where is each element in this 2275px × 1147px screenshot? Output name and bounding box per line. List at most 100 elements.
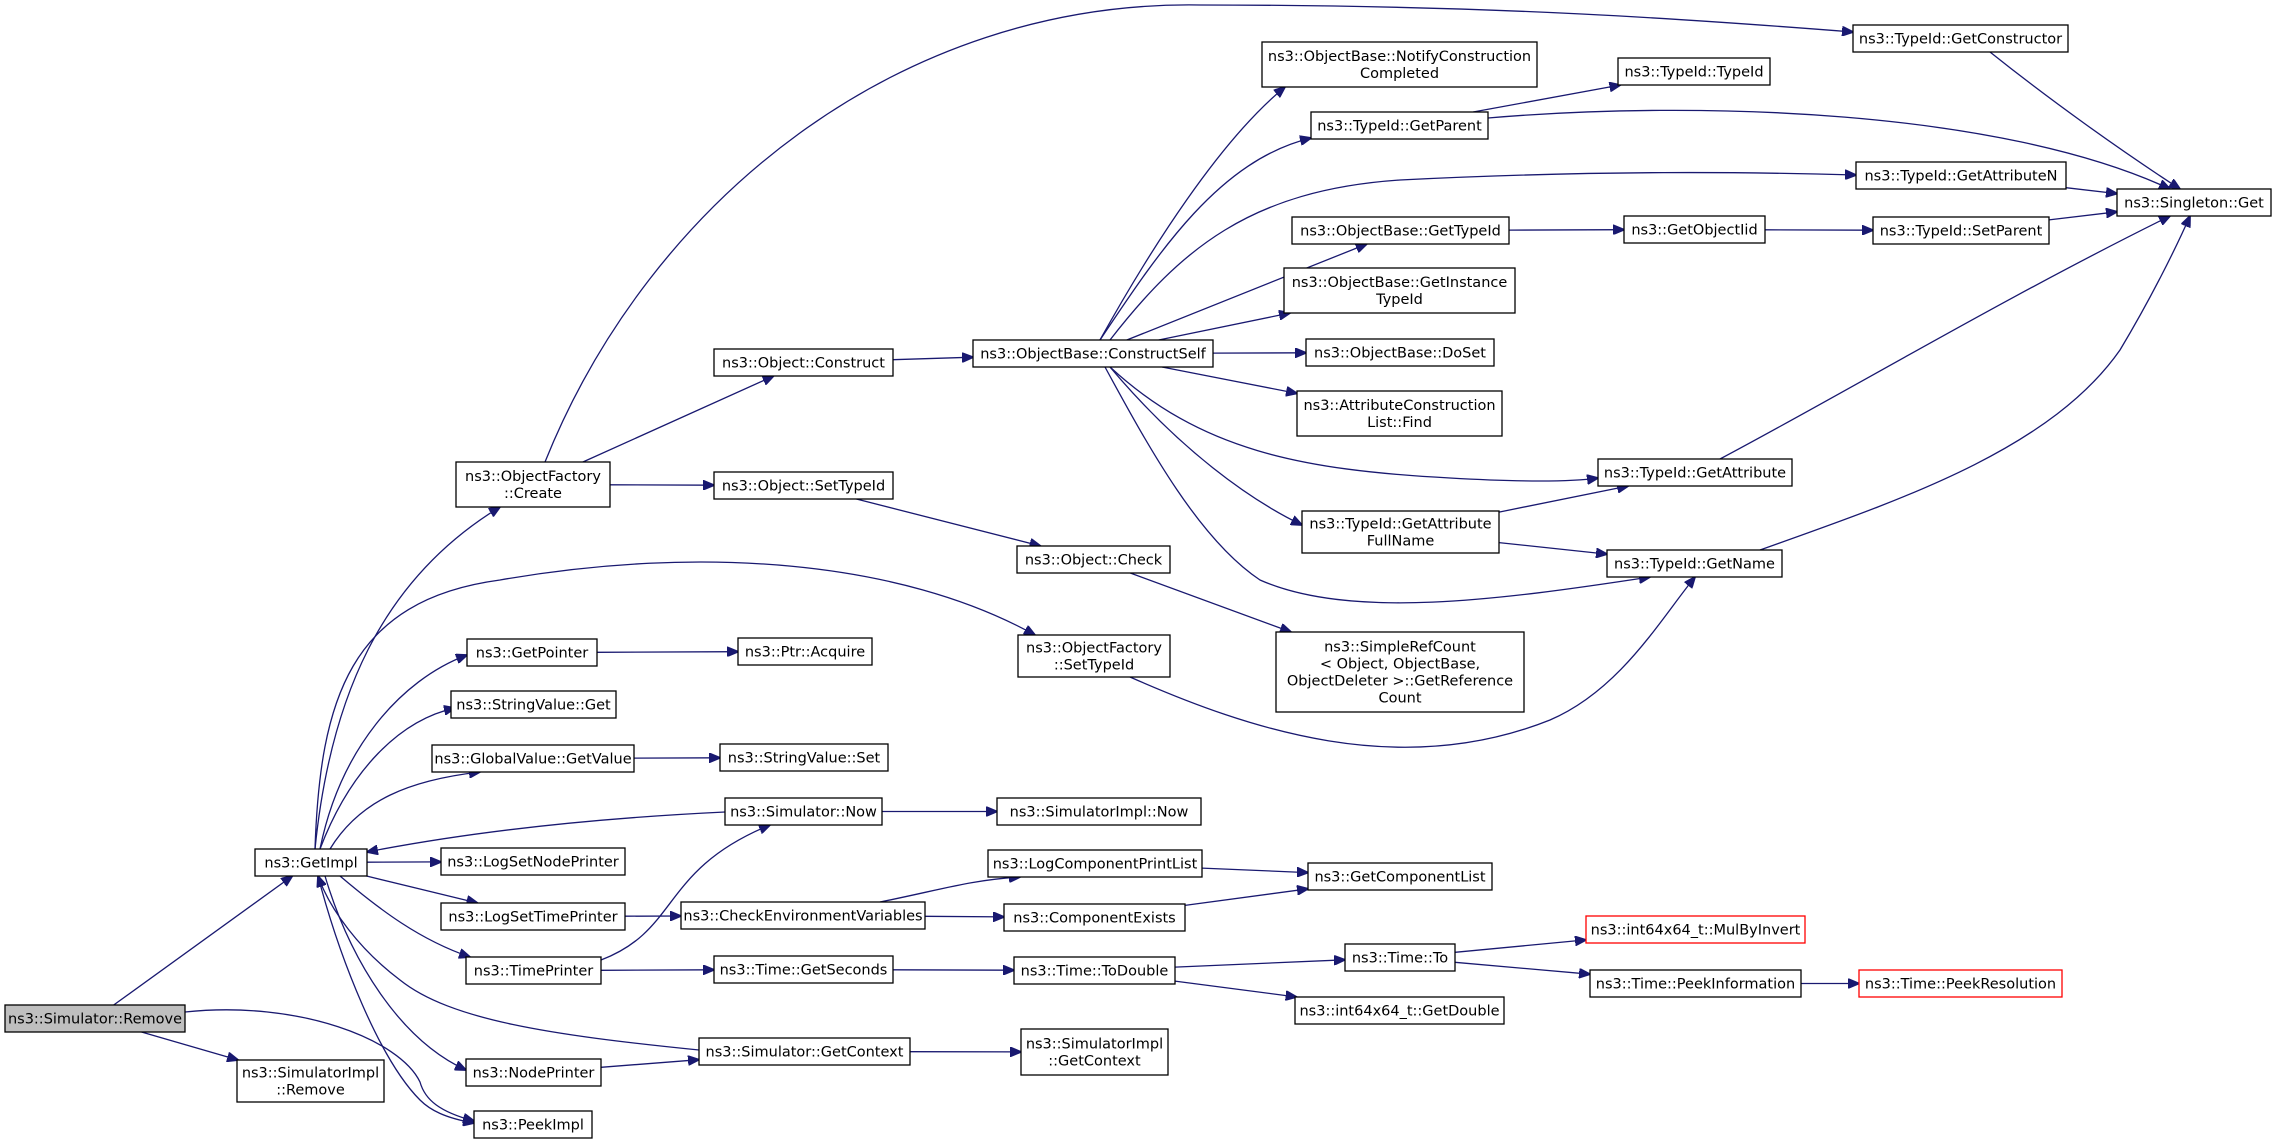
node-box-objcheck[interactable] bbox=[1016, 545, 1171, 574]
node-getobjectiid[interactable]: ns3::GetObjectIid bbox=[1623, 215, 1766, 244]
node-getimpl[interactable]: ns3::GetImpl bbox=[254, 848, 368, 877]
node-getcomplist[interactable]: ns3::GetComponentList bbox=[1307, 862, 1493, 891]
node-box-nodeprinter[interactable] bbox=[465, 1058, 602, 1087]
node-obnotify[interactable]: ns3::ObjectBase::NotifyConstructionCompl… bbox=[1261, 41, 1538, 88]
node-simplerefcount[interactable]: ns3::SimpleRefCount< Object, ObjectBase,… bbox=[1275, 631, 1525, 713]
node-i64mulbyinvert[interactable]: ns3::int64x64_t::MulByInvert bbox=[1585, 915, 1806, 944]
node-box-simnow[interactable] bbox=[724, 797, 883, 826]
node-objsettypeid[interactable]: ns3::Object::SetTypeId bbox=[713, 471, 894, 500]
node-box-gvgetvalue[interactable] bbox=[431, 744, 635, 773]
node-i64getdouble[interactable]: ns3::int64x64_t::GetDouble bbox=[1294, 996, 1505, 1025]
node-singletonget[interactable]: ns3::Singleton::Get bbox=[2116, 188, 2272, 217]
node-timeprinter[interactable]: ns3::TimePrinter bbox=[465, 956, 602, 985]
node-remove[interactable]: ns3::Simulator::Remove bbox=[4, 1004, 186, 1033]
node-box-obgetinstance[interactable] bbox=[1283, 267, 1516, 314]
node-tigetattribute[interactable]: ns3::TypeId::GetAttribute bbox=[1597, 458, 1793, 487]
node-getpointer[interactable]: ns3::GetPointer bbox=[466, 638, 598, 667]
node-box-i64getdouble[interactable] bbox=[1294, 996, 1505, 1025]
node-compexists[interactable]: ns3::ComponentExists bbox=[1003, 903, 1186, 932]
node-box-obconstructself[interactable] bbox=[972, 339, 1214, 368]
node-timepeekres[interactable]: ns3::Time::PeekResolution bbox=[1858, 969, 2063, 998]
node-timeto[interactable]: ns3::Time::To bbox=[1344, 943, 1456, 972]
node-box-ptracquire[interactable] bbox=[737, 637, 873, 666]
node-box-getpointer[interactable] bbox=[466, 638, 598, 667]
node-box-tigetparent[interactable] bbox=[1310, 111, 1489, 140]
node-obgettypeid[interactable]: ns3::ObjectBase::GetTypeId bbox=[1291, 216, 1510, 245]
node-box-obgettypeid[interactable] bbox=[1291, 216, 1510, 245]
node-logcompprint[interactable]: ns3::LogComponentPrintList bbox=[987, 849, 1203, 878]
node-timetodouble[interactable]: ns3::Time::ToDouble bbox=[1013, 956, 1176, 985]
node-tigetname[interactable]: ns3::TypeId::GetName bbox=[1606, 549, 1783, 578]
node-box-checkenv[interactable] bbox=[680, 901, 926, 930]
node-gvgetvalue[interactable]: ns3::GlobalValue::GetValue bbox=[431, 744, 635, 773]
node-simnow[interactable]: ns3::Simulator::Now bbox=[724, 797, 883, 826]
node-box-timeto[interactable] bbox=[1344, 943, 1456, 972]
node-box-objsettypeid[interactable] bbox=[713, 471, 894, 500]
node-tigetconstructor[interactable]: ns3::TypeId::GetConstructor bbox=[1852, 24, 2069, 53]
node-box-getobjectiid[interactable] bbox=[1623, 215, 1766, 244]
node-implremove[interactable]: ns3::SimulatorImpl::Remove bbox=[236, 1059, 385, 1103]
node-box-tigetattrfull[interactable] bbox=[1301, 510, 1500, 554]
node-tisetparent[interactable]: ns3::TypeId::SetParent bbox=[1872, 216, 2050, 245]
node-box-timepeekres[interactable] bbox=[1858, 969, 2063, 998]
node-logsettime[interactable]: ns3::LogSetTimePrinter bbox=[440, 902, 626, 931]
node-box-tisetparent[interactable] bbox=[1872, 216, 2050, 245]
node-box-logsetnode[interactable] bbox=[440, 847, 626, 876]
node-box-timegetseconds[interactable] bbox=[713, 955, 894, 984]
node-logsetnode[interactable]: ns3::LogSetNodePrinter bbox=[440, 847, 626, 876]
node-box-peekimpl[interactable] bbox=[473, 1110, 593, 1139]
node-box-timepeekinfo[interactable] bbox=[1589, 969, 1802, 998]
node-ofcreate[interactable]: ns3::ObjectFactory::Create bbox=[455, 461, 611, 508]
node-box-tigetattribute[interactable] bbox=[1597, 458, 1793, 487]
node-tigetparent[interactable]: ns3::TypeId::GetParent bbox=[1310, 111, 1489, 140]
node-obconstructself[interactable]: ns3::ObjectBase::ConstructSelf bbox=[972, 339, 1214, 368]
node-box-tigetconstructor[interactable] bbox=[1852, 24, 2069, 53]
node-box-acfind[interactable] bbox=[1296, 390, 1503, 437]
node-svget[interactable]: ns3::StringValue::Get bbox=[450, 690, 617, 719]
node-svset[interactable]: ns3::StringValue::Set bbox=[719, 743, 889, 772]
node-implnow[interactable]: ns3::SimulatorImpl::Now bbox=[996, 797, 1202, 826]
node-implgetcontext[interactable]: ns3::SimulatorImpl::GetContext bbox=[1020, 1028, 1169, 1076]
node-box-compexists[interactable] bbox=[1003, 903, 1186, 932]
node-box-logsettime[interactable] bbox=[440, 902, 626, 931]
node-box-ofsettypeid[interactable] bbox=[1017, 634, 1171, 678]
node-box-timeprinter[interactable] bbox=[465, 956, 602, 985]
node-box-objconstruct[interactable] bbox=[713, 348, 894, 377]
node-box-simplerefcount[interactable] bbox=[1275, 631, 1525, 713]
node-box-getcomplist[interactable] bbox=[1307, 862, 1493, 891]
node-timepeekinfo[interactable]: ns3::Time::PeekInformation bbox=[1589, 969, 1802, 998]
node-obdoset[interactable]: ns3::ObjectBase::DoSet bbox=[1305, 338, 1495, 367]
node-box-implnow[interactable] bbox=[996, 797, 1202, 826]
node-box-obdoset[interactable] bbox=[1305, 338, 1495, 367]
node-box-getimpl[interactable] bbox=[254, 848, 368, 877]
node-titypeid[interactable]: ns3::TypeId::TypeId bbox=[1617, 57, 1771, 86]
node-nodeprinter[interactable]: ns3::NodePrinter bbox=[465, 1058, 602, 1087]
node-tigetattributen[interactable]: ns3::TypeId::GetAttributeN bbox=[1855, 161, 2067, 190]
node-objconstruct[interactable]: ns3::Object::Construct bbox=[713, 348, 894, 377]
node-box-ofcreate[interactable] bbox=[455, 461, 611, 508]
node-simgetcontext[interactable]: ns3::Simulator::GetContext bbox=[698, 1037, 911, 1066]
node-checkenv[interactable]: ns3::CheckEnvironmentVariables bbox=[680, 901, 926, 930]
node-peekimpl[interactable]: ns3::PeekImpl bbox=[473, 1110, 593, 1139]
node-box-simgetcontext[interactable] bbox=[698, 1037, 911, 1066]
node-box-logcompprint[interactable] bbox=[987, 849, 1203, 878]
node-box-svget[interactable] bbox=[450, 690, 617, 719]
node-box-implremove[interactable] bbox=[236, 1059, 385, 1103]
node-objcheck[interactable]: ns3::Object::Check bbox=[1016, 545, 1171, 574]
node-box-titypeid[interactable] bbox=[1617, 57, 1771, 86]
node-box-i64mulbyinvert[interactable] bbox=[1585, 915, 1806, 944]
node-box-singletonget[interactable] bbox=[2116, 188, 2272, 217]
node-box-implgetcontext[interactable] bbox=[1020, 1028, 1169, 1076]
node-box-obnotify[interactable] bbox=[1261, 41, 1538, 88]
node-box-remove[interactable] bbox=[4, 1004, 186, 1033]
node-box-tigetname[interactable] bbox=[1606, 549, 1783, 578]
node-box-timetodouble[interactable] bbox=[1013, 956, 1176, 985]
node-ptracquire[interactable]: ns3::Ptr::Acquire bbox=[737, 637, 873, 666]
node-box-svset[interactable] bbox=[719, 743, 889, 772]
node-timegetseconds[interactable]: ns3::Time::GetSeconds bbox=[713, 955, 894, 984]
node-box-tigetattributen[interactable] bbox=[1855, 161, 2067, 190]
node-ofsettypeid[interactable]: ns3::ObjectFactory::SetTypeId bbox=[1017, 634, 1171, 678]
